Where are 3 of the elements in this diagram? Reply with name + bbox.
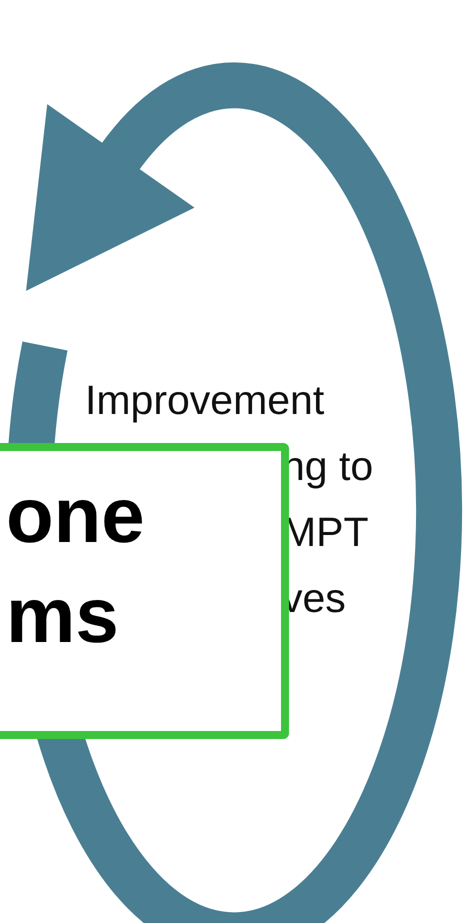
heading-text: one ms: [6, 470, 146, 661]
text-box: [0, 443, 289, 739]
text-label: Improvement: [85, 380, 324, 421]
